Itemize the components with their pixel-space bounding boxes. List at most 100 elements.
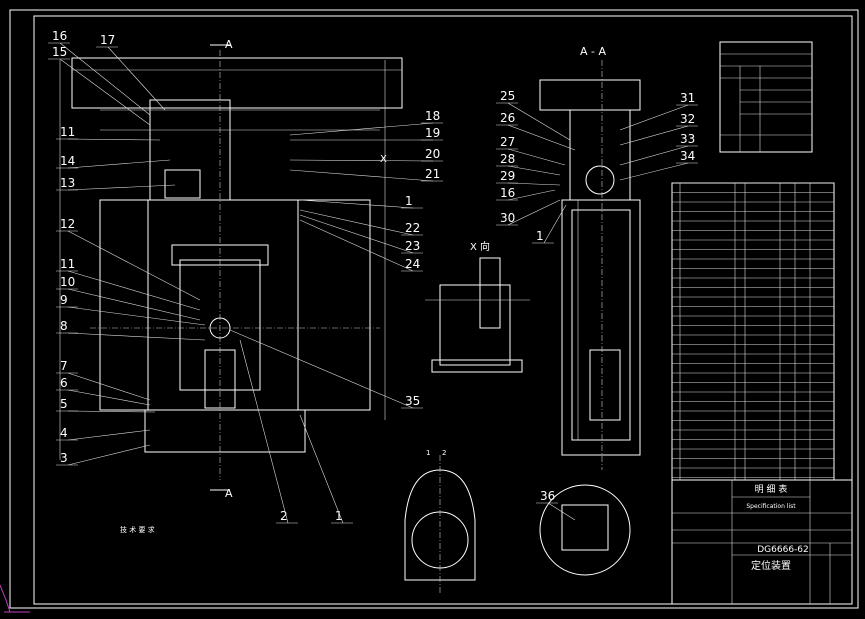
- callout-29: 29: [500, 169, 515, 183]
- outer-frame: [9, 9, 859, 609]
- leader-line: [289, 122, 434, 136]
- callout-25: 25: [500, 89, 515, 103]
- callout-20: 20: [425, 147, 440, 161]
- leader-line: [67, 429, 151, 441]
- parts-list-subtitle: Specification list: [746, 503, 796, 510]
- leader-line: [59, 58, 151, 126]
- leader-line: [67, 159, 171, 169]
- callout-24: 24: [405, 257, 420, 271]
- callout-33: 33: [680, 132, 695, 146]
- leader-line: [619, 145, 689, 166]
- leader-line: [299, 209, 414, 236]
- callout-4: 4: [60, 426, 68, 440]
- leader-line: [67, 138, 161, 141]
- leader-line: [299, 199, 414, 209]
- callout-1: 1: [405, 194, 413, 208]
- leader-line: [239, 339, 289, 524]
- callout-16: 16: [52, 29, 67, 43]
- front-view: [59, 44, 403, 491]
- leader-line: [507, 148, 566, 166]
- callout-14: 14: [60, 154, 75, 168]
- drawing-title: 定位装置: [751, 559, 791, 572]
- title-block: 明 细 表 Specification list DG6666-62 定位装置: [671, 479, 853, 605]
- callout-26: 26: [500, 111, 515, 125]
- callout-23: 23: [405, 239, 420, 253]
- leader-line: [619, 162, 689, 181]
- callout-27: 27: [500, 135, 515, 149]
- callout-18: 18: [425, 109, 440, 123]
- leader-line: [507, 165, 561, 176]
- leader-line: [547, 502, 576, 521]
- callout-28: 28: [500, 152, 515, 166]
- leader-line: [59, 42, 151, 116]
- callout-10: 10: [60, 275, 75, 289]
- leader-line: [543, 204, 567, 244]
- leader-line: [507, 189, 556, 201]
- callout-34: 34: [680, 149, 695, 163]
- leader-line: [67, 332, 206, 341]
- view-x: [425, 257, 530, 373]
- drawing-number: DG6666-62: [757, 545, 809, 555]
- callout-30: 30: [500, 211, 515, 225]
- callout-32: 32: [680, 112, 695, 126]
- leader-line: [67, 372, 151, 401]
- callout-1: 1: [536, 229, 544, 243]
- leader-line: [67, 444, 151, 466]
- parts-table: [671, 182, 835, 481]
- view-x-label: X 向: [470, 240, 490, 253]
- callout-6: 6: [60, 376, 68, 390]
- callout-5: 5: [60, 397, 68, 411]
- spec-table: [719, 41, 813, 153]
- section-view-a-a: [539, 60, 641, 470]
- leader-line: [619, 104, 689, 131]
- callout-36: 36: [540, 489, 555, 503]
- tech-requirements-title: 技 术 要 求: [120, 525, 155, 534]
- callout-21: 21: [425, 167, 440, 181]
- leader-line: [507, 199, 561, 226]
- leader-line: [507, 182, 561, 186]
- callout-11: 11: [60, 125, 75, 139]
- inner-frame: [33, 15, 853, 605]
- callout-7: 7: [60, 359, 68, 373]
- callout-3: 3: [60, 451, 68, 465]
- leader-line: [67, 389, 151, 406]
- callout-12: 12: [60, 217, 75, 231]
- leader-line: [299, 414, 344, 524]
- section-label-bottom: A: [225, 487, 233, 500]
- leader-line: [107, 46, 166, 111]
- leader-line: [67, 288, 201, 321]
- leader-line: [229, 329, 414, 409]
- callout-9: 9: [60, 293, 68, 307]
- callout-15: 15: [52, 45, 67, 59]
- leader-line: [619, 125, 689, 146]
- detail-number-2: 2: [442, 449, 446, 457]
- detail-number-1: 1: [426, 449, 430, 457]
- leader-line: [67, 184, 176, 191]
- callout-22: 22: [405, 221, 420, 235]
- callout-1: 1: [335, 509, 343, 523]
- callout-16: 16: [500, 186, 515, 200]
- leader-line: [67, 410, 156, 413]
- x-marker: X: [380, 154, 387, 165]
- callout-31: 31: [680, 91, 695, 105]
- callout-8: 8: [60, 319, 68, 333]
- callout-13: 13: [60, 176, 75, 190]
- callout-19: 19: [425, 126, 440, 140]
- callout-2: 2: [280, 509, 288, 523]
- section-label-top: A: [225, 38, 233, 51]
- ucs-icon: [0, 584, 30, 613]
- leader-line: [289, 169, 434, 182]
- leader-line: [67, 270, 201, 311]
- leader-line: [299, 214, 414, 254]
- leader-line: [507, 102, 571, 141]
- leader-line: [289, 159, 434, 162]
- callout-35: 35: [405, 394, 420, 408]
- callout-17: 17: [100, 33, 115, 47]
- leader-line: [299, 219, 414, 272]
- leader-line: [67, 306, 206, 326]
- parts-list-title: 明 细 表: [755, 483, 788, 495]
- leader-line: [67, 230, 201, 301]
- section-view-label: A - A: [580, 45, 606, 58]
